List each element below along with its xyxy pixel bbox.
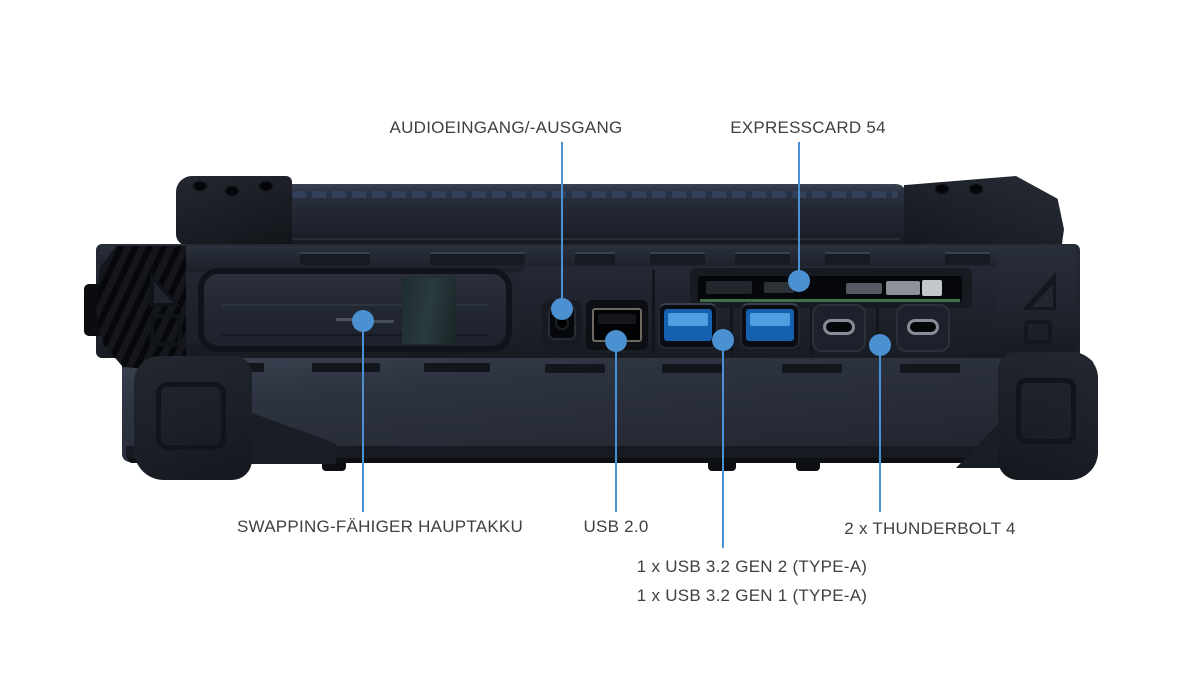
battery-door-ridge-top [222, 304, 488, 306]
usb3-tongue [750, 313, 790, 326]
rubber-foot-right [998, 352, 1098, 480]
latch-slot [300, 252, 370, 265]
panel-groove [730, 270, 733, 354]
label-usb32-gen1: 1 x USB 3.2 GEN 1 (TYPE-A) [636, 586, 868, 605]
callout-dot-battery [352, 310, 374, 332]
usbc-port-2 [896, 304, 950, 352]
foot-inner-outline [1016, 378, 1076, 444]
usb3-port-2 [740, 303, 800, 349]
base-slot [662, 364, 722, 373]
expresscard-chip [706, 281, 752, 294]
latch-slot [825, 252, 870, 265]
battery-scratch [372, 320, 394, 323]
audio-port [542, 300, 582, 346]
screw-hole [258, 181, 274, 192]
latch-slot [430, 252, 525, 265]
expresscard-chip [764, 282, 794, 293]
callout-dot-thunderbolt [869, 334, 891, 356]
expresscard-chip [922, 280, 942, 296]
square-mark-left [150, 314, 182, 346]
expresscard-chip [886, 281, 920, 295]
battery-tape [402, 278, 456, 344]
base-slot [782, 364, 842, 373]
screw-hole [934, 184, 950, 195]
base-slot [312, 363, 380, 372]
base-slot [900, 364, 960, 373]
callout-dot-usb32 [712, 329, 734, 351]
lid-seam [292, 191, 898, 198]
usb2-tongue [598, 314, 636, 324]
rubber-foot-left [134, 356, 252, 480]
vent-grille [96, 246, 186, 372]
latch-slot [575, 252, 615, 265]
base-slot [424, 363, 490, 372]
lid-corner-bumper-right [904, 176, 1064, 252]
label-expresscard: EXPRESSCARD 54 [730, 118, 886, 137]
callout-dot-audio [551, 298, 573, 320]
lid-corner-bumper-left [176, 176, 292, 246]
base-slot [545, 364, 605, 373]
usb3-port-1 [658, 303, 718, 349]
expresscard-slot [690, 268, 972, 308]
screw-hole [224, 186, 240, 197]
rubber-nub [796, 462, 820, 471]
label-battery: SWAPPING-FÄHIGER HAUPTAKKU [236, 517, 524, 536]
usb3-tongue [668, 313, 708, 326]
lid-lower-highlight [290, 238, 900, 240]
panel-groove [876, 270, 879, 354]
latch-slot [945, 252, 990, 265]
callout-dot-expresscard [788, 270, 810, 292]
lid-edge [284, 184, 906, 246]
screw-hole [192, 181, 208, 192]
panel-groove [810, 270, 813, 354]
battery-scratch [336, 318, 362, 321]
foot-inner-outline [156, 382, 226, 450]
callout-line-usb32 [722, 342, 724, 548]
battery-door [198, 268, 512, 352]
callout-line-audio [561, 142, 563, 308]
callout-line-thunderbolt [879, 346, 881, 512]
screw-hole [968, 184, 984, 195]
latch-slot [735, 252, 790, 265]
left-vent-cap [96, 246, 186, 372]
label-thunderbolt: 2 x THUNDERBOLT 4 [844, 519, 1016, 538]
label-audio: AUDIOEINGANG/-AUSGANG [389, 118, 623, 137]
label-usb32-gen2: 1 x USB 3.2 GEN 2 (TYPE-A) [636, 557, 868, 576]
latch-slot [650, 252, 705, 265]
expresscard-pcb-edge [700, 299, 960, 302]
callout-line-expresscard [798, 142, 800, 280]
base-bottom-line [128, 458, 1088, 463]
usbc-port-1 [812, 304, 866, 352]
battery-door-ridge-bottom [222, 334, 488, 336]
usbc-pill [823, 319, 855, 335]
callout-dot-usb2 [605, 330, 627, 352]
callout-line-battery [362, 322, 364, 512]
callout-line-usb2 [615, 342, 617, 512]
base-bottom-edge [126, 446, 1090, 458]
expresscard-chip [846, 283, 882, 294]
rubber-nub [322, 462, 346, 471]
label-usb2: USB 2.0 [583, 517, 649, 536]
usbc-pill [907, 319, 939, 335]
panel-groove [652, 270, 655, 354]
square-mark-right [1024, 320, 1052, 344]
